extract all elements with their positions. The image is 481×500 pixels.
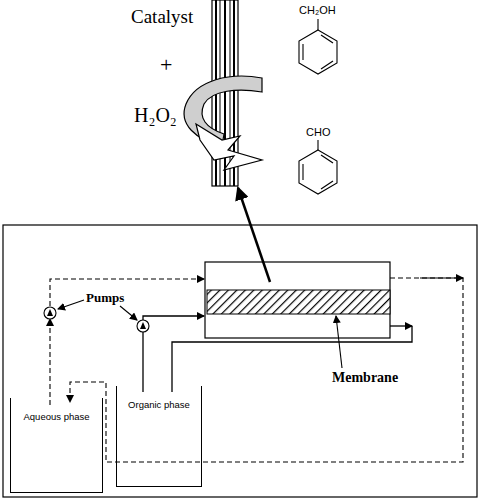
membrane — [207, 290, 390, 314]
plus-sign: + — [160, 52, 172, 78]
peroxide-arrow — [196, 124, 262, 170]
flow-arrow — [420, 277, 463, 278]
pump — [140, 322, 146, 329]
pump — [44, 307, 56, 319]
phase-label: Organic phase — [117, 399, 201, 410]
reagent-label: H₂O₂ — [134, 104, 177, 127]
formula-label: CH₂OH — [299, 4, 336, 16]
aqueous-circuit — [50, 278, 463, 462]
part-label: Pumps — [86, 290, 124, 306]
zoom-arrow — [238, 188, 270, 282]
phase-label: Aqueous phase — [11, 411, 102, 422]
benzaldehyde-structure — [299, 140, 337, 194]
catalyst-crescent — [184, 76, 262, 146]
formula-label: CHO — [306, 126, 330, 138]
part-label: Membrane — [332, 370, 398, 386]
membrane-module — [205, 262, 390, 338]
beaker: Organic phase — [116, 386, 202, 487]
leader-line — [58, 300, 84, 309]
pump — [47, 309, 53, 316]
leader-line — [120, 306, 137, 320]
benzyl-alcohol-structure — [299, 19, 337, 74]
beaker: Aqueous phase — [10, 398, 103, 493]
reagent-label: Catalyst — [131, 6, 193, 28]
leader-line — [336, 316, 342, 368]
organic-circuit — [143, 316, 412, 392]
frame — [3, 225, 477, 497]
pump — [137, 320, 149, 332]
